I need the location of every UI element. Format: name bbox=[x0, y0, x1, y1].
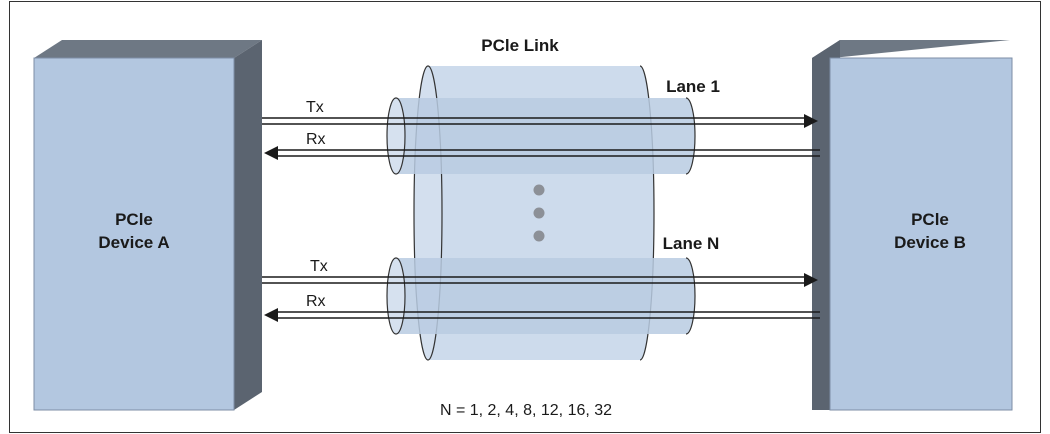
lane-n-tx-arrowhead bbox=[804, 273, 818, 287]
lane-count-footnote: N = 1, 2, 4, 8, 12, 16, 32 bbox=[440, 402, 612, 419]
lane-n-signals: Tx Rx bbox=[262, 258, 820, 322]
dot-2 bbox=[533, 207, 545, 219]
device-a-top-face bbox=[34, 40, 262, 58]
lane-n-tx-label: Tx bbox=[310, 258, 328, 275]
link-title: PCle Link bbox=[481, 36, 559, 55]
device-a-label-line2: Device A bbox=[98, 233, 169, 252]
device-a: PCle Device A bbox=[33, 40, 262, 411]
lane-n-rx-label: Rx bbox=[306, 293, 326, 310]
dot-1 bbox=[533, 184, 545, 196]
lane-1-label: Lane 1 bbox=[666, 77, 720, 96]
lane-1-tx-arrowhead bbox=[804, 114, 818, 128]
lane-n-cylinder bbox=[386, 257, 696, 335]
lane-1-rx-arrowhead bbox=[264, 146, 278, 160]
device-b: PCle Device B bbox=[812, 40, 1013, 411]
dot-3 bbox=[533, 230, 545, 242]
lane-1-body bbox=[387, 98, 695, 174]
device-b-label-line2: Device B bbox=[894, 233, 966, 252]
lane-1-tx-label: Tx bbox=[306, 99, 324, 116]
lane-n-left-end bbox=[386, 257, 406, 335]
device-a-label-line1: PCle bbox=[115, 210, 153, 229]
device-a-front-face bbox=[33, 57, 235, 411]
lane-n-label: Lane N bbox=[663, 234, 720, 253]
lane-1-left-end bbox=[386, 97, 406, 175]
lane-1-right-edge bbox=[685, 97, 696, 175]
device-b-label-line1: PCle bbox=[911, 210, 949, 229]
lane-n-right-edge bbox=[685, 257, 696, 335]
lane-1-signals: Tx Rx bbox=[262, 99, 820, 160]
lane-1-rx-label: Rx bbox=[306, 131, 326, 148]
diagram-border bbox=[9, 1, 1041, 433]
more-lanes-dots bbox=[533, 184, 545, 242]
lane-n-rx-arrowhead bbox=[264, 308, 278, 322]
lane-n-body bbox=[387, 258, 695, 334]
link-cylinder-right-edge bbox=[639, 65, 655, 361]
device-b-front-face bbox=[829, 57, 1013, 411]
lane-1-cylinder bbox=[386, 97, 696, 175]
device-a-side-face bbox=[234, 40, 262, 410]
device-b-top-face bbox=[812, 40, 1010, 58]
